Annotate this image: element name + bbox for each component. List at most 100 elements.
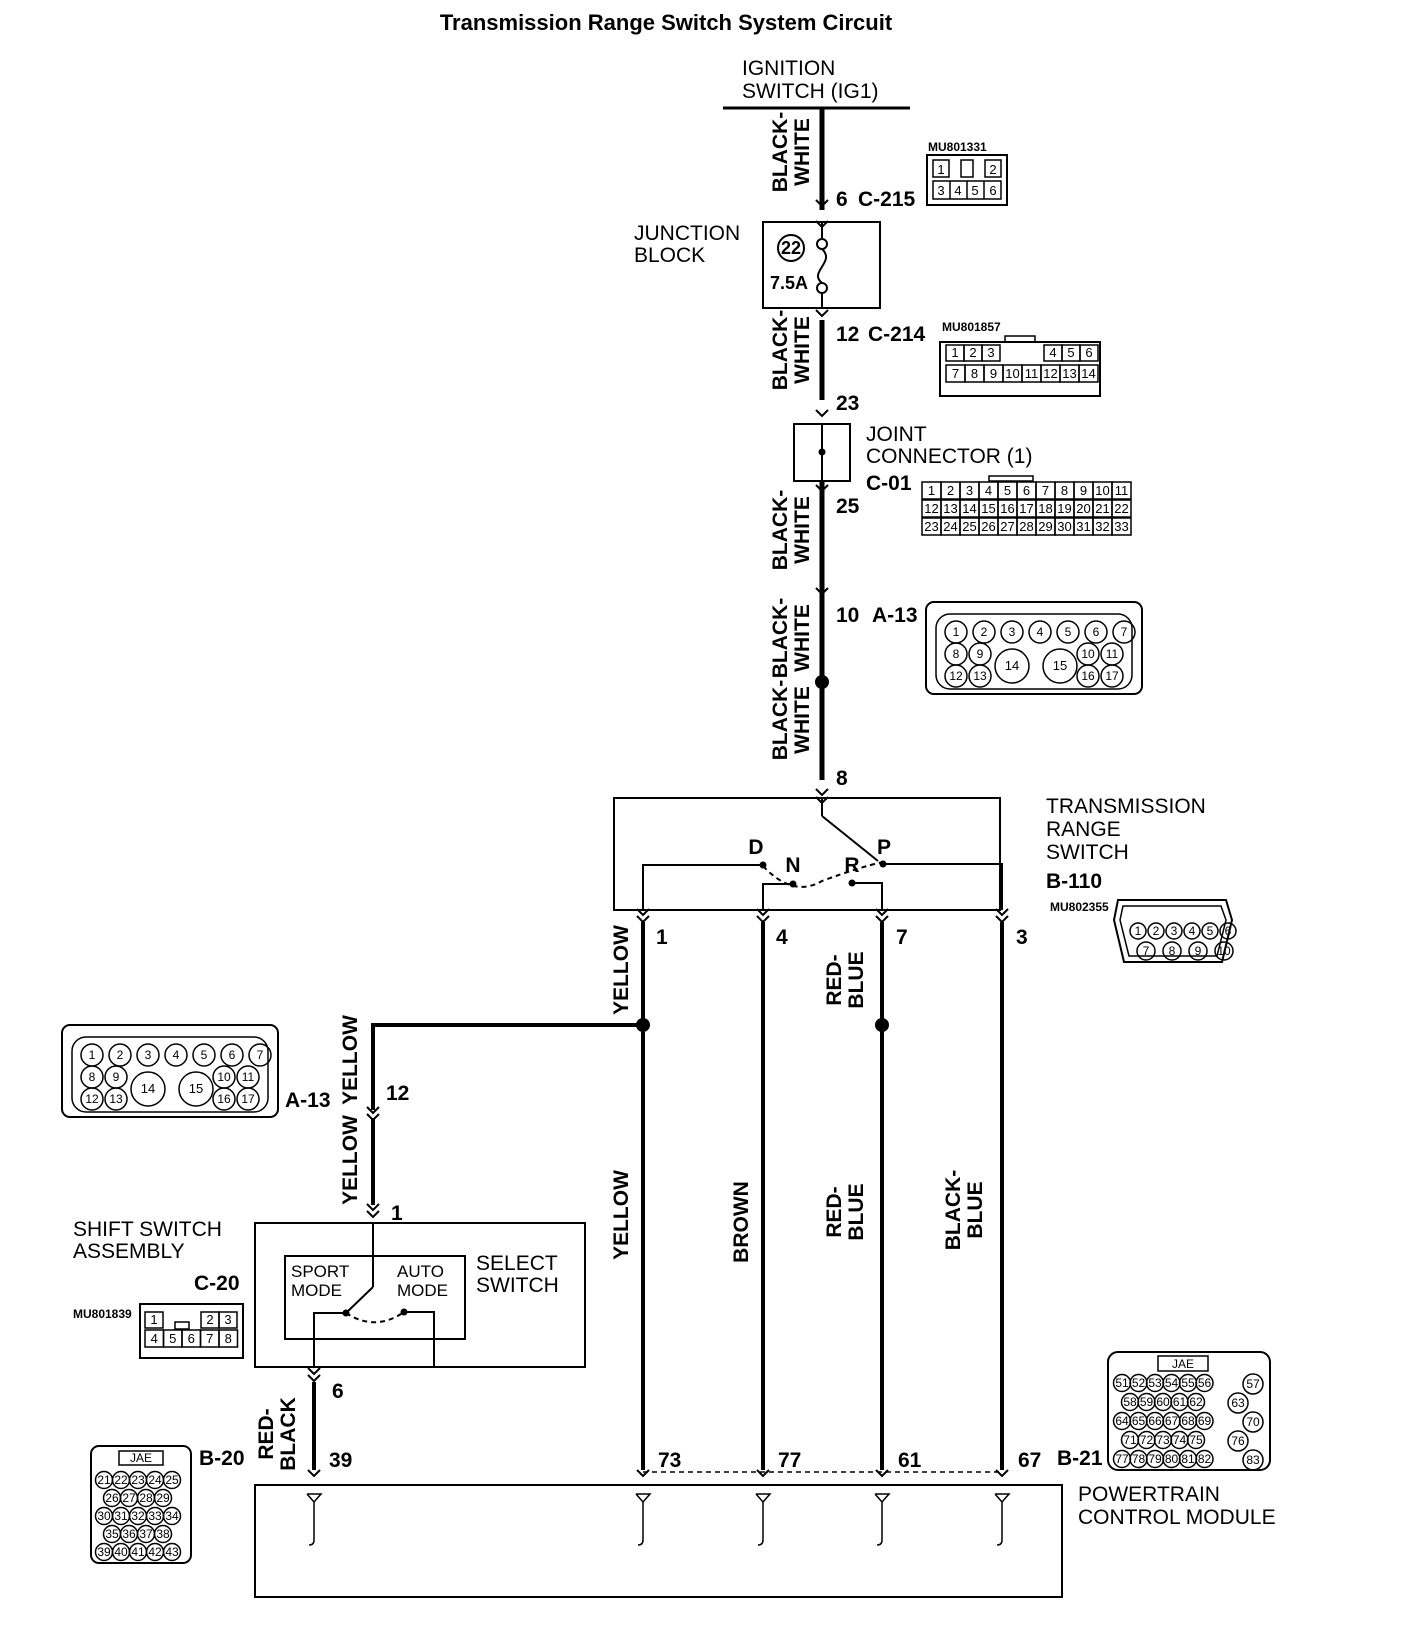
pin-number: 3	[1171, 924, 1178, 938]
pin-number: 8	[971, 366, 978, 381]
pin-number: 5	[1207, 924, 1214, 938]
pcm-connector-chevron	[995, 1469, 1009, 1478]
pin-number: 21	[97, 1473, 111, 1487]
pin-number: 7	[257, 1048, 264, 1062]
svg-text:MODE: MODE	[291, 1281, 342, 1300]
connector-body	[71, 1036, 269, 1113]
svg-text:SPORT: SPORT	[291, 1262, 349, 1281]
pin-number: 32	[1095, 519, 1109, 534]
pin-number: 10	[1217, 944, 1231, 958]
svg-text:3: 3	[937, 183, 944, 198]
svg-text:4: 4	[776, 926, 788, 949]
pin-cavity	[1188, 941, 1208, 961]
pin-number: 53	[1148, 1376, 1162, 1390]
pin-cavity	[1079, 344, 1099, 362]
pin-number: 23	[131, 1473, 145, 1487]
pin-number: 21	[1095, 501, 1109, 516]
pin-number: 13	[943, 501, 957, 516]
pin-cavity	[144, 1311, 164, 1329]
connector-body	[935, 613, 1133, 690]
pin-number: 8	[89, 1070, 96, 1084]
pin-number: 6	[229, 1048, 236, 1062]
pcm-terminal-end	[308, 1539, 315, 1546]
pin-number: 14	[1005, 658, 1019, 673]
pin-number: 3	[224, 1312, 231, 1327]
pin-number: 59	[1140, 1395, 1154, 1409]
wire-label-black-white-5: BLACK- WHITE	[769, 680, 814, 760]
svg-text:P: P	[877, 836, 891, 859]
svg-text:1: 1	[656, 926, 668, 949]
pcm-terminal-symbol	[635, 1493, 652, 1504]
wire-label-yellow-2: YELLOW	[610, 1170, 633, 1260]
pin-number: 15	[981, 501, 995, 516]
pin-number: 1	[150, 1312, 157, 1327]
pin-cavity	[1195, 1411, 1214, 1431]
pin-number: 70	[1246, 1415, 1260, 1429]
pin-number: 5	[201, 1048, 208, 1062]
pin-number: 4	[1189, 924, 1196, 938]
pin-cavity	[1111, 499, 1132, 518]
svg-text:25: 25	[836, 495, 860, 518]
ignition-switch-label-1: IGNITION	[742, 57, 835, 80]
pin-number: 6	[1023, 483, 1030, 498]
svg-text:6: 6	[332, 1380, 344, 1403]
svg-text:RED-: RED-	[823, 954, 846, 1005]
svg-text:2: 2	[989, 162, 996, 177]
pin-number: 3	[1009, 625, 1016, 639]
svg-text:AUTO: AUTO	[397, 1262, 444, 1281]
pin-cavity	[1078, 364, 1099, 383]
pin-number: 7	[1042, 483, 1049, 498]
pin-cavity	[1242, 1411, 1264, 1433]
pin-number: 23	[924, 519, 938, 534]
pin-number: 5	[1067, 345, 1074, 360]
pin-cavity	[1186, 1392, 1206, 1412]
pin-cavity	[1195, 1373, 1214, 1393]
pin-number: 31	[114, 1509, 128, 1523]
connector-shell	[1107, 1351, 1271, 1471]
pin-number: 5	[1065, 625, 1072, 639]
pin-cavity	[1056, 620, 1080, 644]
pin-number: 75	[1189, 1433, 1203, 1447]
pin-number: 72	[1140, 1433, 1154, 1447]
junction-block: JUNCTION BLOCK 22 7.5A	[634, 220, 881, 309]
powertrain-control-module: POWERTRAIN CONTROL MODULE	[254, 1469, 1276, 1598]
svg-text:5: 5	[971, 183, 978, 198]
splice-point	[815, 675, 829, 689]
pin-cavity	[218, 1329, 239, 1348]
pin-number: 30	[1057, 519, 1071, 534]
pcm-terminal-end	[876, 1539, 883, 1546]
pin-cavity	[164, 1043, 188, 1067]
maker-tab	[1157, 1355, 1209, 1372]
pin-number: 6	[188, 1331, 195, 1346]
pin-number: 68	[1181, 1414, 1195, 1428]
pin-number: 18	[1038, 501, 1052, 516]
pin-number: 83	[1246, 1453, 1260, 1467]
svg-text:POWERTRAIN: POWERTRAIN	[1078, 1483, 1220, 1506]
pin-number: 40	[114, 1545, 128, 1559]
pin-number: 13	[973, 669, 987, 683]
shift-switch-assembly: SHIFT SWITCH ASSEMBLY C-20 1 SELECT SWIT…	[73, 1202, 586, 1470]
pcm-terminal-symbol	[994, 1493, 1011, 1504]
pin-number: 9	[1080, 483, 1087, 498]
pin-number: 54	[1165, 1376, 1179, 1390]
svg-text:CONNECTOR (1): CONNECTOR (1)	[866, 445, 1032, 468]
pin-number: 4	[985, 483, 992, 498]
pcm-terminal-end	[757, 1539, 764, 1546]
pin-number: 1	[1135, 924, 1142, 938]
pin-cavity	[1084, 620, 1108, 644]
wire-label-black-white-1: BLACK- WHITE	[769, 112, 814, 192]
splice-red-blue	[875, 1018, 889, 1032]
pin-number: 7	[1143, 944, 1150, 958]
pin-cavity	[1242, 1449, 1264, 1471]
wire-label-red-blue-1: RED- BLUE	[823, 951, 868, 1008]
svg-text:7: 7	[896, 926, 908, 949]
wire-label-black-white-3: BLACK- WHITE	[769, 490, 814, 570]
pin-number: 58	[1123, 1395, 1137, 1409]
pin-number: 8	[225, 1331, 232, 1346]
pin-number: 4	[173, 1048, 180, 1062]
svg-text:1: 1	[937, 162, 944, 177]
pin-number: 4	[151, 1331, 158, 1346]
